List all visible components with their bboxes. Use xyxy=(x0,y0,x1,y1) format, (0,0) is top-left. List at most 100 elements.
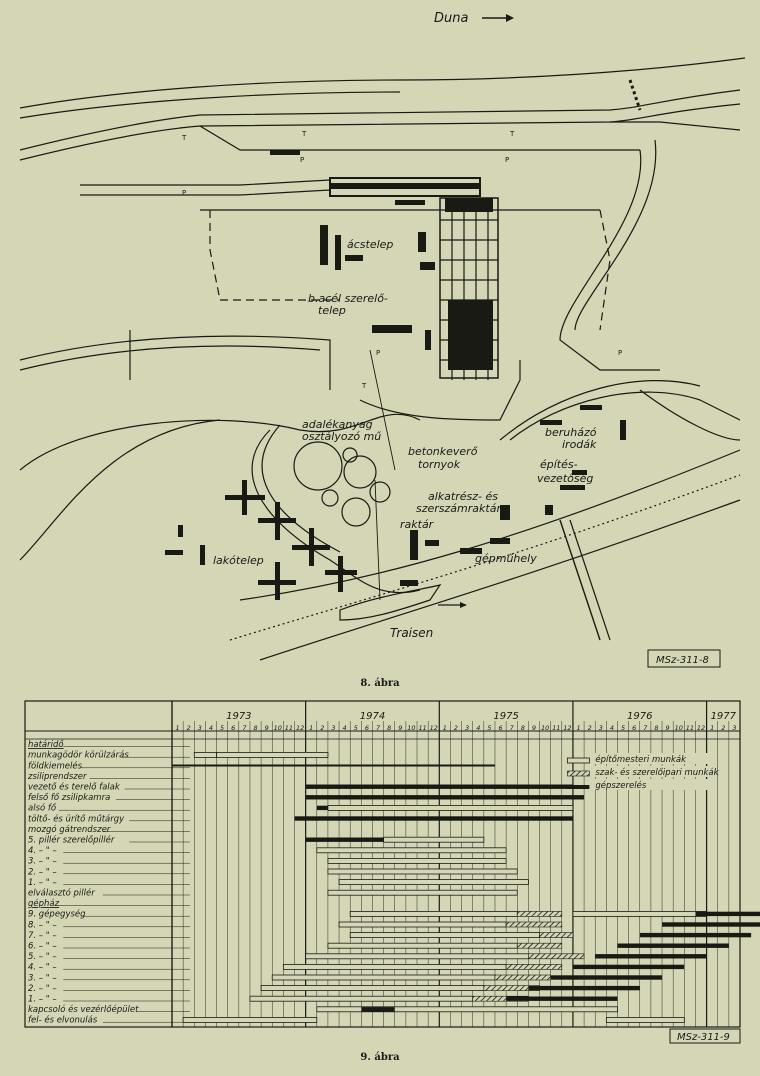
ref-code-fig9: MSz-311-9 xyxy=(677,1032,730,1043)
month-label: 1 xyxy=(576,724,580,732)
legend-swatch xyxy=(567,770,590,777)
parking-marker: P xyxy=(376,349,380,357)
month-label: 4 xyxy=(476,724,480,732)
row-label: 5. – " – xyxy=(28,952,57,962)
schedule-bar xyxy=(260,985,485,992)
month-label: 3 xyxy=(465,724,469,732)
label-lakotelep: lakótelep xyxy=(213,554,264,567)
parking-marker: P xyxy=(182,189,186,197)
schedule-bar xyxy=(494,974,551,981)
month-label: 8 xyxy=(654,724,658,732)
schedule-bar xyxy=(550,975,663,980)
schedule-bar xyxy=(383,836,485,843)
month-label: 12 xyxy=(430,724,438,732)
month-label: 1 xyxy=(175,724,179,732)
row-label: 4. – " – xyxy=(28,846,57,856)
schedule-bar xyxy=(327,805,574,811)
schedule-bar xyxy=(305,837,384,842)
month-label: 6 xyxy=(365,724,369,732)
row-label: zsiliprendszer xyxy=(27,772,87,782)
month-label: 5 xyxy=(621,724,625,732)
schedule-bar xyxy=(349,910,518,917)
month-label: 2 xyxy=(721,724,725,732)
row-label: földkiemelés xyxy=(28,760,83,771)
label-bacel-1: b.acél szerelő- xyxy=(308,292,388,305)
month-label: 3 xyxy=(732,724,736,732)
label-beruhazo-2: irodák xyxy=(562,438,597,451)
marker-group: P P P P P T T T T xyxy=(181,130,622,390)
month-label: 8 xyxy=(387,724,391,732)
schedule-bar xyxy=(617,943,729,948)
label-raktar: raktár xyxy=(400,518,435,531)
site-plan-blocks xyxy=(165,150,626,600)
schedule-bar xyxy=(305,795,585,800)
month-label: 8 xyxy=(521,724,525,732)
month-label: 10 xyxy=(274,724,282,732)
schedule-bar xyxy=(327,889,518,896)
row-label: 3. – " – xyxy=(28,857,57,867)
label-epites-1: építés- xyxy=(540,458,578,471)
month-label: 7 xyxy=(510,724,515,732)
row-label: fel- és elvonulás xyxy=(28,1015,98,1026)
row-label: elválasztó pillér xyxy=(28,888,95,899)
row-label: 2. – " – xyxy=(28,984,57,994)
month-label: 8 xyxy=(253,724,257,732)
schedule-bar xyxy=(572,964,685,970)
row-label: 5. pillér szerelőpillér xyxy=(28,835,115,846)
row-label: kapcsoló és vezérlőépület xyxy=(28,1004,139,1015)
legend-label: gépszerelés xyxy=(595,780,646,791)
schedule-bar xyxy=(639,932,752,938)
row-label: 6. – " – xyxy=(28,942,57,952)
schedule-bar xyxy=(249,995,474,1002)
month-label: 2 xyxy=(320,724,324,732)
row-label: mozgó gátrendszer xyxy=(28,824,111,835)
label-alkatresz-2: szerszámraktár xyxy=(416,502,502,515)
month-label: 1 xyxy=(443,724,447,732)
month-label: 12 xyxy=(296,724,304,732)
t-marker: T xyxy=(361,382,367,390)
month-label: 5 xyxy=(220,724,224,732)
schedule-bar xyxy=(327,868,518,875)
schedule-bar xyxy=(505,921,563,928)
schedule-bar xyxy=(216,752,329,758)
month-label: 1 xyxy=(309,724,313,732)
schedule-bar xyxy=(572,910,707,917)
row-label: gépház xyxy=(28,898,60,909)
month-label: 9 xyxy=(398,724,402,732)
year-label: 1973 xyxy=(226,711,251,722)
t-marker: T xyxy=(181,134,187,142)
parking-marker: P xyxy=(618,349,622,357)
site-plan-map: P P P P P T T T T Duna Traisen ácstelep … xyxy=(19,11,746,668)
schedule-bar xyxy=(338,921,507,928)
row-label: 8. – " – xyxy=(28,920,57,930)
arrow-icon xyxy=(438,14,514,608)
schedule-bar xyxy=(305,784,573,789)
row-label: alsó fő xyxy=(28,803,57,814)
label-beruhazo-1: beruházó xyxy=(545,426,597,439)
schedule-bar xyxy=(294,816,573,821)
figure-caption-8: 8. ábra xyxy=(360,678,400,689)
gantt-bars xyxy=(172,752,760,1023)
schedule-bar xyxy=(327,857,507,864)
schedule-bar xyxy=(516,942,563,949)
row-label: 7. – " – xyxy=(28,931,57,941)
label-epites-2: vezetőség xyxy=(537,472,593,485)
month-label: 4 xyxy=(343,724,347,732)
row-label: töltő- és ürítő műtárgy xyxy=(28,813,125,824)
ref-code-fig8: MSz-311-8 xyxy=(656,655,709,666)
month-label: 6 xyxy=(498,724,502,732)
schedule-bar xyxy=(361,1007,395,1012)
month-label: 12 xyxy=(563,724,571,732)
month-label: 2 xyxy=(588,724,592,732)
label-beton-2: tornyok xyxy=(418,458,461,471)
label-beton-1: betonkeverő xyxy=(408,445,478,458)
month-label: 7 xyxy=(242,724,247,732)
label-adalek-1: adalékanyag xyxy=(302,418,373,431)
month-label: 6 xyxy=(231,724,235,732)
schedule-bar xyxy=(349,932,540,939)
month-label: 4 xyxy=(209,724,213,732)
site-plan-linework xyxy=(19,57,746,661)
